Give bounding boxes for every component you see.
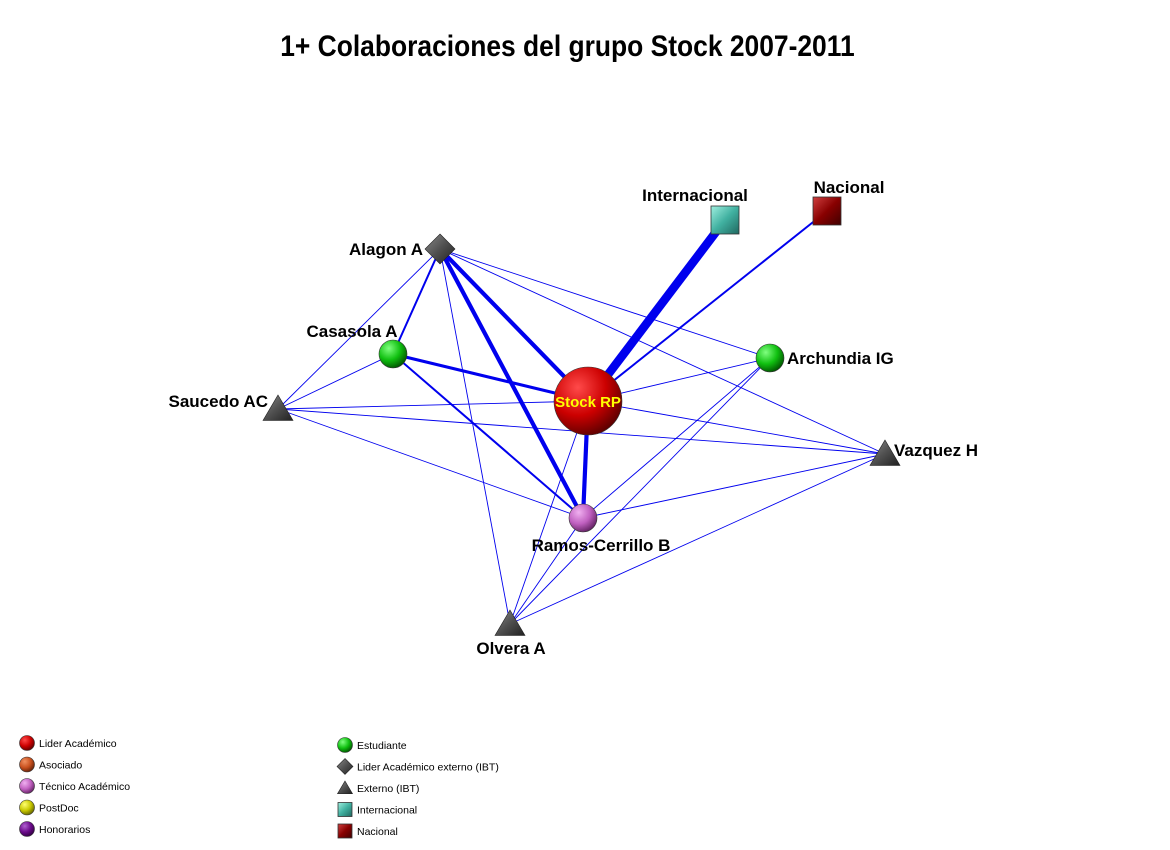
node-alagon	[424, 233, 456, 265]
legend-swatch-right-0	[337, 737, 353, 753]
edge-ramos-vazquez	[582, 453, 886, 519]
legend-swatch-left-3	[19, 799, 35, 816]
node-vazquez	[869, 439, 901, 466]
edge-casasola-saucedo	[277, 353, 394, 410]
legend-swatch-left-4	[19, 821, 35, 837]
node-archundia	[755, 343, 785, 373]
edge-casasola-ramos	[392, 353, 584, 519]
node-label-archundia: Archundia IG	[787, 349, 894, 368]
legend-label-left-2: Técnico Académico	[39, 781, 130, 793]
edge-stock-saucedo	[277, 400, 589, 410]
node-label-vazquez: Vazquez H	[894, 441, 978, 460]
legend-swatch-right-4	[337, 823, 353, 839]
node-label-nacional: Nacional	[814, 178, 885, 197]
legend-label-left-4: Honorarios	[39, 824, 90, 836]
legend-swatch-right-3	[337, 802, 353, 817]
edge-olvera-vazquez	[509, 453, 886, 625]
legend-label-left-0: Lider Académico	[39, 738, 117, 750]
edge-alagon-saucedo	[277, 248, 441, 410]
legend-swatch-right-1	[336, 758, 354, 775]
legend-label-right-1: Lider Académico externo (IBT)	[357, 762, 499, 774]
page-title: 1+ Colaboraciones del grupo Stock 2007-2…	[280, 30, 855, 63]
edge-ramos-olvera	[509, 517, 584, 625]
edge-stock-olvera	[509, 400, 589, 625]
legend-label-right-4: Nacional	[357, 826, 398, 838]
legend-swatch-left-2	[19, 778, 35, 794]
edge-stock-nacional	[587, 210, 828, 402]
edge-alagon-vazquez	[439, 248, 886, 455]
edge-alagon-ramos	[438, 248, 585, 519]
legend-swatch-right-2	[336, 780, 354, 795]
node-olvera	[494, 609, 526, 636]
legend-label-right-2: Externo (IBT)	[357, 783, 419, 795]
node-stock	[553, 366, 623, 436]
edge-alagon-casasola	[392, 248, 441, 355]
edge-saucedo-ramos	[277, 408, 584, 519]
edge-stock-vazquez	[587, 400, 886, 455]
legend-label-left-3: PostDoc	[39, 803, 79, 815]
node-label-internacional: Internacional	[642, 186, 748, 205]
node-label-ramos: Ramos-Cerrillo B	[532, 536, 671, 555]
node-label-alagon: Alagon A	[349, 240, 423, 259]
node-internacional	[710, 205, 740, 235]
edge-alagon-olvera	[439, 248, 511, 625]
edge-stock-alagon	[438, 247, 590, 403]
legend-swatch-left-0	[19, 735, 35, 751]
legend-label-left-1: Asociado	[39, 760, 82, 772]
legend-label-right-3: Internacional	[357, 805, 417, 817]
edge-stock-internacional	[584, 217, 729, 404]
node-label-saucedo: Saucedo AC	[168, 392, 268, 411]
node-casasola	[378, 339, 408, 369]
legend-label-right-0: Estudiante	[357, 740, 407, 752]
node-label-stock: Stock RP	[555, 394, 621, 411]
edge-ramos-archundia	[582, 357, 771, 519]
edge-alagon-archundia	[439, 248, 771, 359]
node-saucedo	[262, 394, 294, 421]
node-ramos	[568, 503, 598, 533]
node-label-casasola: Casasola A	[306, 322, 397, 341]
node-nacional	[812, 196, 842, 226]
edge-olvera-archundia	[509, 357, 771, 625]
node-label-olvera: Olvera A	[476, 639, 545, 658]
legend-swatch-left-1	[19, 756, 35, 773]
